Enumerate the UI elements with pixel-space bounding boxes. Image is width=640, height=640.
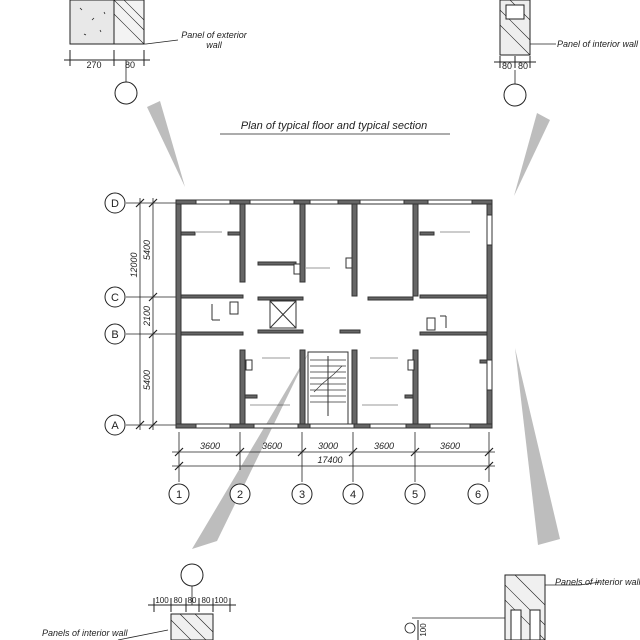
col-dim-5: 3600 bbox=[440, 441, 460, 451]
axis-marker-4 bbox=[342, 483, 364, 505]
interior-top-dim-1: 80 bbox=[502, 61, 512, 71]
axis-label-1: 1 bbox=[176, 489, 182, 501]
detail-exterior-wall bbox=[64, 0, 179, 105]
row-dim-total: 12000 bbox=[129, 252, 139, 277]
axis-marker-6 bbox=[467, 483, 489, 505]
floor-plan bbox=[175, 199, 493, 429]
col-dim-2: 3600 bbox=[262, 441, 282, 451]
axis-label-D: D bbox=[111, 198, 119, 210]
axis-marker-3 bbox=[291, 483, 313, 505]
column-axes bbox=[168, 432, 495, 505]
row-dim-bottom: 5400 bbox=[142, 370, 152, 390]
axis-marker-5 bbox=[404, 483, 426, 505]
axis-marker-C bbox=[104, 286, 126, 308]
axis-label-A: A bbox=[111, 420, 119, 432]
axis-marker-1 bbox=[168, 483, 190, 505]
pointer-top-left bbox=[147, 101, 185, 187]
pointer-bottom-left bbox=[192, 352, 309, 549]
exterior-wall-label-2: wall bbox=[206, 40, 223, 50]
exterior-panel-insulation bbox=[69, 0, 115, 45]
col-dim-total: 17400 bbox=[317, 455, 342, 465]
bl-dim-3: 80 bbox=[188, 596, 197, 605]
col-dim-1: 3600 bbox=[200, 441, 220, 451]
detail-interior-walls-bottom-right bbox=[404, 574, 601, 640]
bl-dim-2: 80 bbox=[174, 596, 183, 605]
axis-label-B: B bbox=[111, 329, 118, 341]
detail-marker-bottom-left bbox=[180, 563, 204, 587]
col-dim-3: 3000 bbox=[318, 441, 338, 451]
axis-label-6: 6 bbox=[475, 489, 481, 501]
drawing-title: Plan of typical floor and typical sectio… bbox=[241, 120, 428, 132]
interior-top-dim-2: 80 bbox=[518, 61, 528, 71]
axis-marker-B bbox=[104, 323, 126, 345]
axis-label-2: 2 bbox=[237, 489, 243, 501]
axis-label-4: 4 bbox=[350, 489, 356, 501]
interior-walls-bottom-left-label: Panels of interior wall bbox=[42, 628, 129, 638]
col-dim-4: 3600 bbox=[374, 441, 394, 451]
bl-dim-4: 80 bbox=[202, 596, 211, 605]
axis-label-5: 5 bbox=[412, 489, 418, 501]
interior-walls-bottom-right-label: Panels of interior wall bbox=[555, 577, 640, 587]
bl-dim-5: 100 bbox=[214, 596, 228, 605]
axis-marker-2 bbox=[229, 483, 251, 505]
row-dim-middle: 2100 bbox=[142, 306, 152, 327]
interior-wall-top-label: Panel of interior wall bbox=[557, 39, 639, 49]
axis-label-C: C bbox=[111, 292, 119, 304]
detail-pointers bbox=[147, 101, 560, 549]
detail-marker-top-right bbox=[503, 83, 527, 107]
exterior-dim-1: 270 bbox=[86, 60, 101, 70]
pointer-bottom-right bbox=[515, 348, 560, 545]
axis-marker-A bbox=[104, 414, 126, 436]
bl-dim-1: 100 bbox=[155, 596, 169, 605]
detail-marker-top-left bbox=[114, 81, 138, 105]
axis-marker-D bbox=[104, 192, 126, 214]
br-dim: 100 bbox=[419, 623, 428, 637]
axis-label-3: 3 bbox=[299, 489, 305, 501]
exterior-wall-label-1: Panel of exterior bbox=[181, 30, 248, 40]
exterior-panel-concrete bbox=[113, 0, 145, 45]
row-dim-top: 5400 bbox=[142, 240, 152, 260]
detail-interior-wall-top bbox=[494, 0, 556, 107]
row-axes bbox=[104, 192, 180, 436]
exterior-dim-2: 80 bbox=[125, 60, 135, 70]
detail-interior-walls-bottom-left bbox=[117, 563, 236, 640]
pointer-top-right bbox=[514, 113, 550, 196]
